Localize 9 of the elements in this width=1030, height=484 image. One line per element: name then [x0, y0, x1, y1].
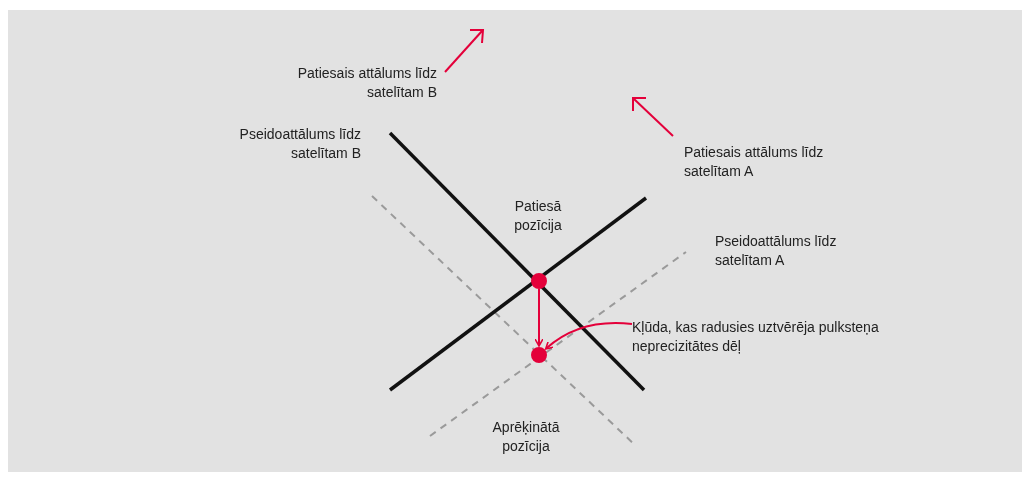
annotation-text: Kļūda, kas radusies uztvērēja pulksteņa neprecizitātes dēļ	[632, 318, 880, 356]
distance-label: Patiesais attālums līdz satelītam A	[684, 143, 825, 181]
distance-label: Pseidoattālums līdz satelītam B	[238, 125, 361, 163]
arrow	[534, 288, 544, 347]
position-label: Aprēķinātā pozīcija	[491, 418, 561, 456]
distance-label: Patiesais attālums līdz satelītam B	[296, 64, 437, 102]
distance-label: Pseidoattālums līdz satelītam A	[715, 232, 838, 270]
position-label: Patiesā pozīcija	[513, 197, 563, 235]
arrow	[544, 322, 633, 350]
